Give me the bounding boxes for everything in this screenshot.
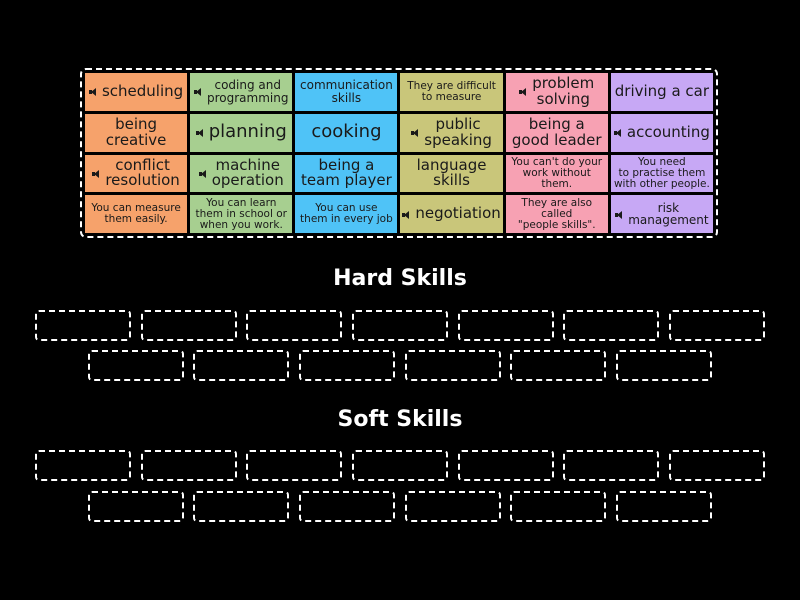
tile-conflict-resolution[interactable]: conflict resolution [85,154,188,193]
tile-learn-in-school[interactable]: You can learn them in school or when you… [190,195,293,233]
tile-practise-with-others[interactable]: You need to practise them with other peo… [610,154,713,193]
drop-slot[interactable] [88,491,184,522]
drop-slot[interactable] [141,310,237,341]
drop-slot[interactable] [141,450,237,481]
drop-slot[interactable] [616,491,712,522]
tile-driving-a-car[interactable]: driving a car [610,73,713,111]
group-heading-soft-skills: Soft Skills [337,407,463,432]
speaker-icon[interactable] [411,129,419,138]
tile-cooking[interactable]: cooking [295,113,398,152]
drop-slot[interactable] [299,491,395,522]
tile-people-skills[interactable]: They are also called "people skills". [505,195,608,233]
tile-accounting[interactable]: accounting [610,113,713,152]
group-heading-hard-skills: Hard Skills [333,266,467,291]
speaker-icon[interactable] [613,129,621,138]
drop-slot[interactable] [35,310,131,341]
tile-pool: scheduling coding and programming commun… [80,68,718,238]
tile-negotiation[interactable]: negotiation [400,195,503,233]
drop-slot[interactable] [458,450,554,481]
tile-being-creative[interactable]: being creative [85,113,188,152]
drop-slot[interactable] [352,450,448,481]
speaker-icon[interactable] [195,129,203,138]
drop-slot[interactable] [405,491,501,522]
drop-slot[interactable] [88,350,184,381]
drop-slot[interactable] [246,310,342,341]
speaker-icon[interactable] [402,210,410,219]
speaker-icon[interactable] [198,169,206,178]
tile-language-skills[interactable]: language skills [400,154,503,193]
speaker-icon[interactable] [88,88,96,97]
speaker-icon[interactable] [194,88,201,97]
tile-planning[interactable]: planning [190,113,293,152]
tile-coding-and-programming[interactable]: coding and programming [190,73,293,111]
drop-slot[interactable] [352,310,448,341]
drop-slot[interactable] [35,450,131,481]
drop-slot[interactable] [563,310,659,341]
drop-slot[interactable] [405,350,501,381]
drop-slot[interactable] [193,491,289,522]
drop-slot[interactable] [616,350,712,381]
tile-communication-skills[interactable]: communication skills [295,73,398,111]
tile-risk-management[interactable]: risk management [610,195,713,233]
drop-slot[interactable] [299,350,395,381]
tile-machine-operation[interactable]: machine operation [190,154,293,193]
tile-being-a-good-leader[interactable]: being a good leader [505,113,608,152]
tile-public-speaking[interactable]: public speaking [400,113,503,152]
drop-slot[interactable] [669,450,765,481]
tile-scheduling[interactable]: scheduling [85,73,188,111]
tile-being-a-team-player[interactable]: being a team player [295,154,398,193]
drop-slot[interactable] [510,350,606,381]
tile-measure-easily[interactable]: You can measure them easily. [85,195,188,233]
tile-cant-do-work-without[interactable]: You can't do your work without them. [505,154,608,193]
speaker-icon[interactable] [519,88,527,97]
drop-slot[interactable] [563,450,659,481]
speaker-icon[interactable] [615,210,623,219]
drop-slot[interactable] [669,310,765,341]
drop-slot[interactable] [458,310,554,341]
tile-use-in-every-job[interactable]: You can use them in every job [295,195,398,233]
drop-slot[interactable] [193,350,289,381]
drop-slot[interactable] [510,491,606,522]
tile-problem-solving[interactable]: problem solving [505,73,608,111]
drop-slot[interactable] [246,450,342,481]
speaker-icon[interactable] [92,169,100,178]
tile-difficult-to-measure[interactable]: They are difficult to measure [400,73,503,111]
